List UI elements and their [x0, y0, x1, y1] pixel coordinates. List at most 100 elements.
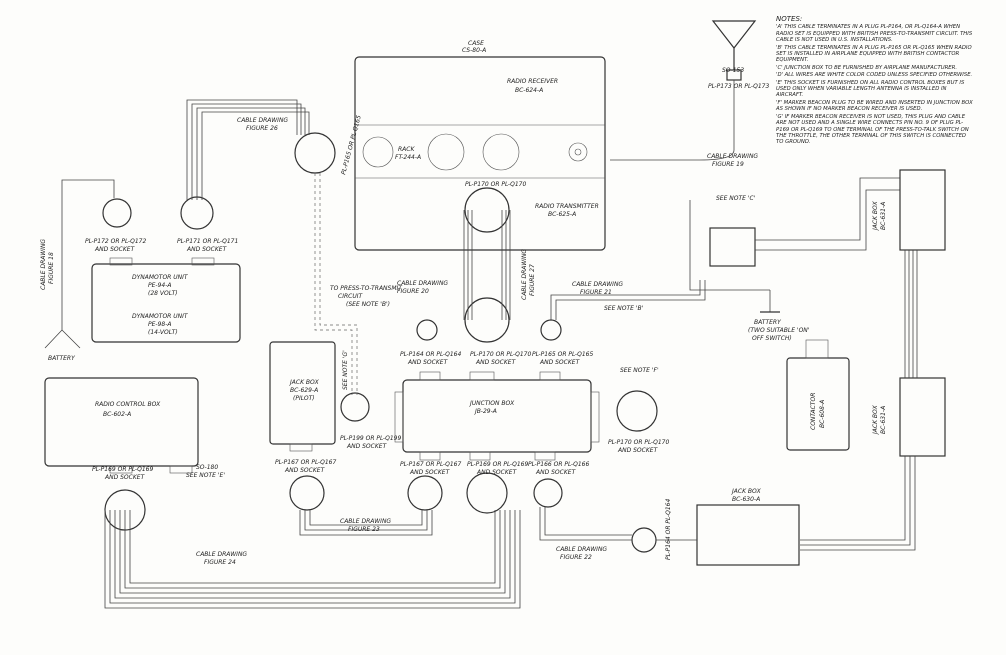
radio-transmitter-label: RADIO TRANSMITTER — [535, 203, 599, 210]
case-cs-80-a: CASE CS-80-A RADIO RECEIVER BC-624-A RAC… — [354, 40, 606, 251]
svg-text:SO-153: SO-153 — [722, 67, 744, 74]
svg-text:SEE NOTE 'G': SEE NOTE 'G' — [342, 350, 349, 390]
svg-text:(SEE NOTE 'B'): (SEE NOTE 'B') — [346, 301, 390, 308]
svg-text:BC-630-A: BC-630-A — [732, 496, 760, 503]
svg-text:FIGURE 23: FIGURE 23 — [348, 526, 380, 533]
svg-text:PL-P171 OR PL-Q171: PL-P171 OR PL-Q171 — [177, 238, 238, 245]
svg-text:FIGURE 26: FIGURE 26 — [246, 125, 278, 132]
plug-171: PL-P171 OR PL-Q171 AND SOCKET — [177, 196, 238, 253]
svg-text:PL-P172 OR PL-Q172: PL-P172 OR PL-Q172 — [85, 238, 146, 245]
svg-text:BATTERY: BATTERY — [754, 319, 782, 326]
svg-text:BC-602-A: BC-602-A — [103, 411, 131, 418]
note-a: 'A' THIS CABLE TERMINATES IN A PLUG PL-P… — [776, 24, 973, 44]
plug-166 — [533, 478, 563, 508]
cable-22: CABLE DRAWING FIGURE 22 — [539, 507, 697, 561]
svg-text:JACK BOX: JACK BOX — [872, 200, 879, 231]
svg-text:PL-P173 OR PL-Q173: PL-P173 OR PL-Q173 — [708, 83, 769, 90]
svg-text:PL-P165 OR PL-Q165: PL-P165 OR PL-Q165 — [340, 114, 363, 175]
note-c: 'C' JUNCTION BOX TO BE FURNISHED BY AIRP… — [776, 64, 957, 71]
svg-text:PL-P167 OR PL-Q167: PL-P167 OR PL-Q167 — [400, 461, 461, 468]
plug-172: PL-P172 OR PL-Q172 AND SOCKET — [85, 198, 146, 253]
svg-text:PL-P170 OR PL-Q170: PL-P170 OR PL-Q170 — [608, 439, 669, 446]
cable-26: CABLE DRAWING FIGURE 26 — [186, 99, 310, 200]
svg-text:FIGURE 19: FIGURE 19 — [712, 161, 744, 168]
svg-text:TO PRESS-TO-TRANSMIT: TO PRESS-TO-TRANSMIT — [330, 285, 403, 292]
plug-169-mid — [466, 472, 508, 514]
svg-text:PL-P166 OR PL-Q166: PL-P166 OR PL-Q166 — [528, 461, 589, 468]
radio-control-box: RADIO CONTROL BOX BC-602-A PL-P169 OR PL… — [44, 377, 225, 481]
svg-text:CABLE DRAWING: CABLE DRAWING — [40, 239, 47, 290]
svg-text:CONTACTOR: CONTACTOR — [810, 393, 817, 430]
svg-text:(14-VOLT): (14-VOLT) — [148, 329, 178, 336]
svg-text:CABLE DRAWING: CABLE DRAWING — [572, 281, 623, 288]
svg-text:PL-P170 OR PL-Q170: PL-P170 OR PL-Q170 — [465, 181, 526, 188]
note-g: 'G' IF MARKER BEACON RECEIVER IS NOT USE… — [776, 113, 969, 146]
press-to-transmit: TO PRESS-TO-TRANSMIT CIRCUIT (SEE NOTE '… — [314, 173, 448, 395]
svg-text:JACK BOX: JACK BOX — [731, 488, 762, 495]
svg-text:BC-625-A: BC-625-A — [548, 211, 576, 218]
rack-label: RACK — [398, 146, 415, 153]
svg-text:FT-244-A: FT-244-A — [395, 154, 421, 161]
svg-text:CABLE DRAWING: CABLE DRAWING — [521, 249, 528, 300]
svg-text:AND SOCKET: AND SOCKET — [617, 447, 659, 454]
svg-text:SEE NOTE 'C': SEE NOTE 'C' — [716, 195, 756, 202]
svg-text:AND SOCKET: AND SOCKET — [475, 359, 517, 366]
svg-text:BC-624-A: BC-624-A — [515, 87, 543, 94]
svg-text:RADIO CONTROL BOX: RADIO CONTROL BOX — [95, 401, 161, 408]
svg-text:BATTERY: BATTERY — [48, 355, 76, 362]
svg-text:DYNAMOTOR UNIT: DYNAMOTOR UNIT — [132, 313, 189, 320]
svg-text:SEE NOTE 'E': SEE NOTE 'E' — [186, 472, 225, 479]
cable-23: CABLE DRAWING FIGURE 23 — [299, 510, 433, 536]
svg-text:AND SOCKET: AND SOCKET — [407, 359, 449, 366]
svg-text:AND SOCKET: AND SOCKET — [539, 359, 581, 366]
notes-title: NOTES: — [776, 15, 803, 23]
svg-text:PL-P170 OR PL-Q170: PL-P170 OR PL-Q170 — [470, 351, 531, 358]
plug-167-b — [407, 475, 443, 511]
svg-text:BC-631-A: BC-631-A — [880, 202, 887, 230]
svg-text:PL-P167 OR PL-Q167: PL-P167 OR PL-Q167 — [275, 459, 336, 466]
svg-text:PE-94-A: PE-94-A — [148, 282, 171, 289]
svg-text:JACK BOX: JACK BOX — [289, 379, 320, 386]
svg-text:AND SOCKET: AND SOCKET — [104, 474, 146, 481]
svg-text:DYNAMOTOR UNIT: DYNAMOTOR UNIT — [132, 274, 189, 281]
svg-text:AND SOCKET: AND SOCKET — [186, 246, 228, 253]
svg-text:AND SOCKET: AND SOCKET — [346, 443, 388, 450]
cable-24: CABLE DRAWING FIGURE 24 — [104, 510, 521, 609]
svg-text:PE-98-A: PE-98-A — [148, 321, 171, 328]
jack-box-right-top: JACK BOX BC-631-A — [872, 169, 946, 251]
svg-text:JB-29-A: JB-29-A — [474, 408, 497, 415]
note-b: 'B' THIS CABLE TERMINATES IN A PLUG PL-P… — [776, 44, 972, 64]
svg-text:AND SOCKET: AND SOCKET — [409, 469, 451, 476]
svg-text:PL-P165 OR PL-Q165: PL-P165 OR PL-Q165 — [532, 351, 593, 358]
svg-text:OFF SWITCH): OFF SWITCH) — [752, 335, 792, 342]
svg-text:BC-631-A: BC-631-A — [880, 406, 887, 434]
svg-text:PL-P199 OR PL-Q199: PL-P199 OR PL-Q199 — [340, 435, 401, 442]
svg-text:CIRCUIT: CIRCUIT — [338, 293, 363, 300]
svg-text:CABLE DRAWING: CABLE DRAWING — [556, 546, 607, 553]
svg-text:PL-P164 OR PL-Q164: PL-P164 OR PL-Q164 — [400, 351, 461, 358]
svg-text:BC-629-A: BC-629-A — [290, 387, 318, 394]
plug-199: PL-P199 OR PL-Q199 AND SOCKET — [340, 392, 401, 450]
svg-text:(PILOT): (PILOT) — [293, 395, 315, 402]
svg-text:FIGURE 20: FIGURE 20 — [397, 288, 429, 295]
notes-panel: NOTES: 'A' THIS CABLE TERMINATES IN A PL… — [776, 15, 974, 147]
radio-receiver-label: RADIO RECEIVER — [507, 78, 558, 85]
svg-text:FIGURE 24: FIGURE 24 — [204, 559, 236, 566]
svg-text:AND SOCKET: AND SOCKET — [94, 246, 136, 253]
svg-text:BC-608-A: BC-608-A — [819, 400, 826, 428]
svg-text:PL-P169 OR PL-Q169: PL-P169 OR PL-Q169 — [92, 466, 153, 473]
cable-27: CABLE DRAWING FIGURE 27 PL-P170 OR PL-Q1… — [463, 181, 536, 343]
plug-167-a — [289, 475, 325, 511]
svg-text:PL-P169 OR PL-Q169: PL-P169 OR PL-Q169 — [467, 461, 528, 468]
svg-text:AND SOCKET: AND SOCKET — [476, 469, 518, 476]
svg-text:CABLE DRAWING: CABLE DRAWING — [397, 280, 448, 287]
svg-text:PL-P164 OR PL-Q164: PL-P164 OR PL-Q164 — [665, 499, 672, 560]
svg-text:CABLE DRAWING: CABLE DRAWING — [340, 518, 391, 525]
note-d: 'D' ALL WIRES ARE WHITE COLOR CODED UNLE… — [776, 72, 973, 79]
svg-text:AND SOCKET: AND SOCKET — [284, 467, 326, 474]
battery-left: CABLE DRAWING FIGURE 18 BATTERY — [40, 179, 115, 362]
plug-164-right — [631, 527, 657, 553]
contactor: CONTACTOR BC-608-A — [786, 339, 850, 451]
svg-text:(TWO SUITABLE 'ON': (TWO SUITABLE 'ON' — [748, 327, 810, 334]
